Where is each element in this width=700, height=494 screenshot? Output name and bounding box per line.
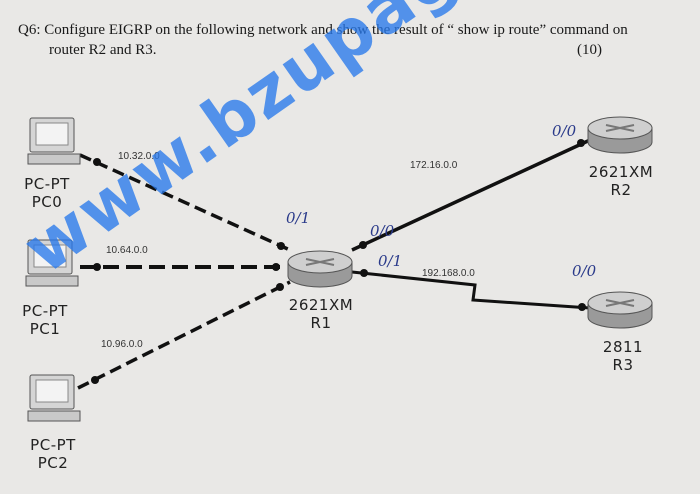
- r1-model: 2621XM: [288, 296, 354, 314]
- link-r1-r3: [351, 270, 591, 310]
- net-label-pc1-r1: 10.64.0.0: [106, 245, 148, 256]
- pc0-icon: [27, 117, 81, 165]
- router-r1-icon: [287, 250, 353, 288]
- question-line-1: Q6: Configure EIGRP on the following net…: [18, 22, 628, 38]
- r3-model: 2811: [602, 338, 644, 356]
- question-line-2: router R2 and R3.: [49, 42, 157, 58]
- router-r2-icon: [587, 116, 653, 154]
- net-label-pc0-r1: 10.32.0.0: [118, 151, 160, 162]
- pc1-icon: [25, 239, 79, 287]
- iface-r1-r3: 0/1: [378, 252, 403, 270]
- r3-name: R3: [612, 356, 634, 374]
- pc1-type: PC-PT: [22, 302, 68, 320]
- r3-label: 2811 R3: [586, 338, 660, 374]
- link-pc0-r1: [79, 153, 291, 252]
- link-endpoints: [91, 139, 586, 384]
- pc2-label: PC-PT PC2: [22, 436, 84, 472]
- iface-r3: 0/0: [572, 262, 597, 280]
- iface-r2: 0/0: [552, 122, 577, 140]
- net-label-r1-r2: 172.16.0.0: [410, 160, 458, 171]
- r1-name: R1: [310, 314, 332, 332]
- pc1-label: PC-PT PC1: [14, 302, 76, 338]
- pc1-name: PC1: [29, 320, 61, 338]
- r2-model: 2621XM: [588, 163, 654, 181]
- r2-label: 2621XM R2: [584, 163, 658, 199]
- pc2-icon: [27, 374, 81, 422]
- iface-r1-r2: 0/0: [370, 222, 395, 240]
- net-label-pc2-r1: 10.96.0.0: [101, 339, 143, 350]
- question-marks: (10): [577, 42, 602, 58]
- pc2-name: PC2: [37, 454, 69, 472]
- router-r3-icon: [587, 291, 653, 329]
- pc0-label: PC-PT PC0: [16, 175, 78, 211]
- net-label-r1-r3: 192.168.0.0: [422, 268, 475, 279]
- link-pc2-r1: [77, 280, 291, 390]
- pc0-type: PC-PT: [24, 175, 70, 193]
- iface-r1-pc0: 0/1: [286, 209, 311, 227]
- pc2-type: PC-PT: [30, 436, 76, 454]
- pc0-name: PC0: [31, 193, 63, 211]
- r1-label: 2621XM R1: [284, 296, 358, 332]
- link-r1-r2: [351, 138, 591, 252]
- r2-name: R2: [610, 181, 632, 199]
